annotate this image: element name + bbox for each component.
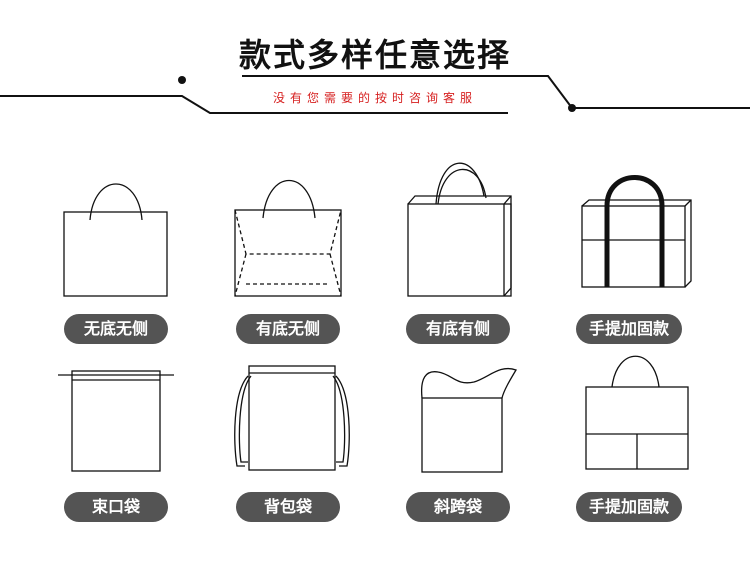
bag-style-backpack[interactable]	[218, 362, 358, 522]
label-drawstring-bag: 束口袋	[64, 492, 168, 522]
page-subtitle: 没有您需要的按时咨询客服	[272, 91, 477, 105]
backpack-bag-icon	[234, 365, 350, 471]
label-reinforced-tote: 手提加固款	[576, 314, 682, 344]
header-divider	[0, 75, 750, 114]
reinforced-handle-bag-icon	[585, 355, 689, 470]
bag-style-crossbody[interactable]	[390, 362, 530, 522]
box-bag-icon	[407, 162, 512, 297]
label-crossbody-bag: 斜跨袋	[406, 492, 510, 522]
bottom-gusset-bag-icon	[234, 179, 342, 297]
crossbody-bag-icon	[420, 367, 517, 473]
bag-style-flat[interactable]	[46, 172, 186, 332]
bag-style-bottom-gusset[interactable]	[218, 172, 358, 332]
bag-style-reinforced-handle[interactable]	[562, 352, 702, 512]
label-bottom-gusset-bag: 有底无侧	[236, 314, 340, 344]
bag-style-box[interactable]	[390, 155, 530, 315]
bag-style-reinforced-tote[interactable]	[562, 168, 702, 328]
flat-bag-icon	[63, 183, 168, 297]
label-reinforced-handle-bag: 手提加固款	[576, 492, 682, 522]
label-box-bag: 有底有侧	[406, 314, 510, 344]
page-title: 款式多样任意选择	[238, 36, 511, 74]
drawstring-bag-icon	[58, 370, 174, 472]
reinforced-tote-icon	[581, 175, 692, 288]
label-backpack-bag: 背包袋	[236, 492, 340, 522]
label-flat-bag: 无底无侧	[64, 314, 168, 344]
bag-style-drawstring[interactable]	[46, 362, 186, 522]
